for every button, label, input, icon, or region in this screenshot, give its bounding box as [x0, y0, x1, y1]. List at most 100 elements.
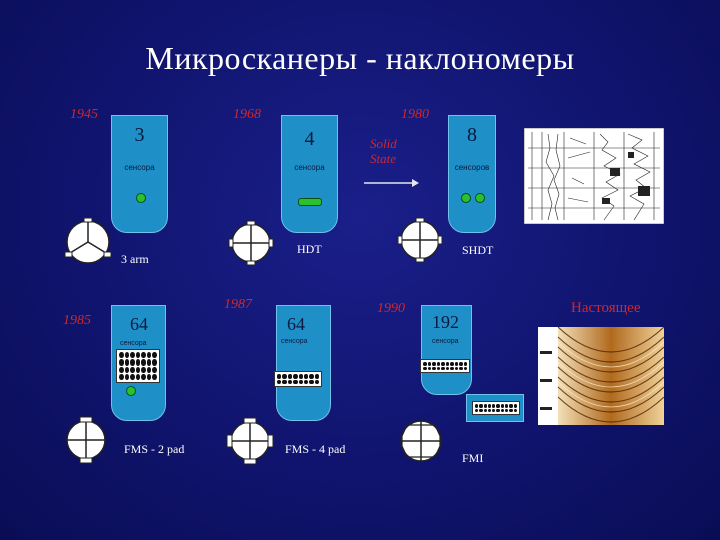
electrode-button: [135, 352, 141, 359]
four-pad-tool-icon: [226, 417, 274, 465]
tool-1945-body: 3 сенсора: [111, 115, 168, 233]
sensor-count: 3: [134, 124, 145, 146]
electrode-button: [513, 404, 517, 408]
electrode-button: [450, 366, 454, 370]
electrode-button: [141, 373, 146, 380]
present-label: Настоящее: [571, 300, 641, 316]
electrode-button: [496, 404, 500, 408]
electrode-button: [146, 373, 152, 380]
electrode-button: [509, 404, 513, 408]
electrode-button: [445, 366, 449, 370]
electrode-button: [135, 366, 141, 373]
electrode-button: [293, 374, 298, 379]
electrode-button: [135, 373, 141, 380]
electrode-button: [314, 374, 319, 379]
electrode-button: [293, 379, 298, 384]
tool-1987-body: 64 сенсора: [276, 305, 331, 421]
sensor-dot: [136, 193, 146, 203]
electrode-button: [141, 366, 146, 373]
electrode-button: [432, 366, 436, 370]
button-electrode-pad: [420, 359, 470, 373]
electrode-button: [152, 359, 157, 366]
electrode-button: [282, 374, 287, 379]
caption-hdt: HDT: [297, 242, 322, 256]
electrode-button: [483, 404, 487, 408]
electrode-button: [277, 379, 282, 384]
electrode-button: [146, 359, 152, 366]
electrode-button: [146, 366, 152, 373]
sensor-count: 4: [304, 128, 315, 150]
electrode-button: [441, 366, 445, 370]
button-electrode-pad: [274, 371, 322, 387]
electrode-button: [152, 373, 157, 380]
solid-state-text: Solid State: [370, 136, 397, 166]
electrode-button: [303, 379, 309, 384]
electrode-button: [141, 359, 146, 366]
electrode-button: [423, 362, 427, 366]
electrode-button: [454, 366, 458, 370]
electrode-button: [287, 374, 293, 379]
electrode-button: [496, 408, 500, 412]
three-arm-tool-icon: [64, 217, 112, 264]
electrode-button: [483, 408, 487, 412]
electrode-button: [487, 404, 492, 408]
tool-1990-body: 192 сенсора: [421, 305, 472, 395]
slide-title: Микросканеры - наклономеры: [145, 40, 575, 76]
electrode-button: [509, 408, 513, 412]
electrode-button: [298, 374, 303, 379]
shdt-log-image: [524, 128, 664, 224]
electrode-button: [124, 366, 130, 373]
sensor-dot: [126, 386, 136, 396]
solid-state-label: Solid State: [370, 136, 412, 166]
year-1980: 1980: [401, 107, 429, 122]
button-electrode-pad: [472, 401, 520, 415]
caption-shdt: SHDT: [462, 243, 494, 257]
electrode-button: [436, 362, 440, 366]
electrode-button: [309, 379, 314, 384]
electrode-button: [454, 362, 458, 366]
electrode-button: [314, 379, 319, 384]
electrode-button: [513, 408, 517, 412]
electrode-button: [124, 359, 130, 366]
fmi-borehole-image: [538, 327, 664, 425]
electrode-button: [141, 352, 146, 359]
electrode-button: [505, 408, 509, 412]
tool-1980-body: 8 сенсоров: [448, 115, 496, 233]
electrode-button: [505, 404, 509, 408]
year-1945: 1945: [70, 107, 98, 122]
electrode-button: [492, 404, 496, 408]
electrode-button: [459, 362, 463, 366]
sensor-pad: [298, 198, 322, 206]
electrode-button: [146, 352, 152, 359]
electrode-button: [432, 362, 436, 366]
eight-pad-tool-icon: [400, 420, 442, 462]
electrode-button: [152, 366, 157, 373]
electrode-button: [303, 374, 309, 379]
electrode-button: [475, 404, 479, 408]
sensor-count: 64: [287, 314, 305, 334]
electrode-button: [445, 362, 449, 366]
tool-1968-body: 4 сенсора: [281, 115, 338, 233]
sensor-count: 8: [467, 124, 477, 146]
sensor-word: сенсора: [124, 163, 155, 172]
year-1968: 1968: [233, 107, 261, 122]
sensor-count: 192: [432, 312, 459, 332]
button-electrode-pad: [116, 349, 160, 383]
year-1990: 1990: [377, 301, 405, 316]
electrode-button: [287, 379, 293, 384]
caption-fmi: FMI: [462, 451, 484, 465]
electrode-button: [124, 373, 130, 380]
electrode-button: [282, 379, 287, 384]
electrode-button: [427, 366, 431, 370]
electrode-button: [119, 366, 124, 373]
sensor-dot: [461, 193, 471, 203]
sensor-word: сенсора: [294, 163, 325, 172]
electrode-button: [119, 359, 124, 366]
electrode-button: [277, 374, 282, 379]
electrode-button: [298, 379, 303, 384]
sensor-count: 64: [130, 314, 148, 334]
electrode-button: [423, 366, 427, 370]
electrode-button: [135, 359, 141, 366]
electrode-button: [441, 362, 445, 366]
electrode-button: [130, 373, 135, 380]
